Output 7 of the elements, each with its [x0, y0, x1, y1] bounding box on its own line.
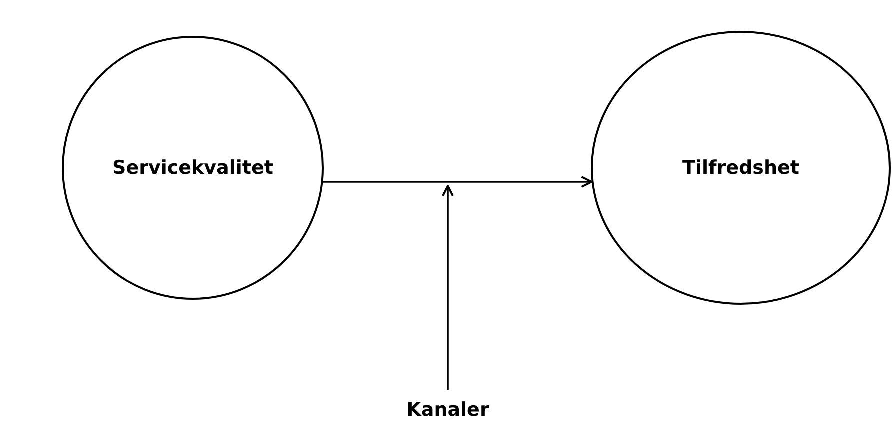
construct-label: Tilfredshet: [682, 157, 800, 179]
construct-circle: [591, 31, 891, 305]
moderator-arrow: [442, 185, 454, 390]
moderator-label: Kanaler: [406, 399, 490, 421]
construct-circle: [62, 36, 324, 300]
arrow: [323, 176, 593, 188]
construct-label: Servicekvalitet: [112, 157, 274, 179]
